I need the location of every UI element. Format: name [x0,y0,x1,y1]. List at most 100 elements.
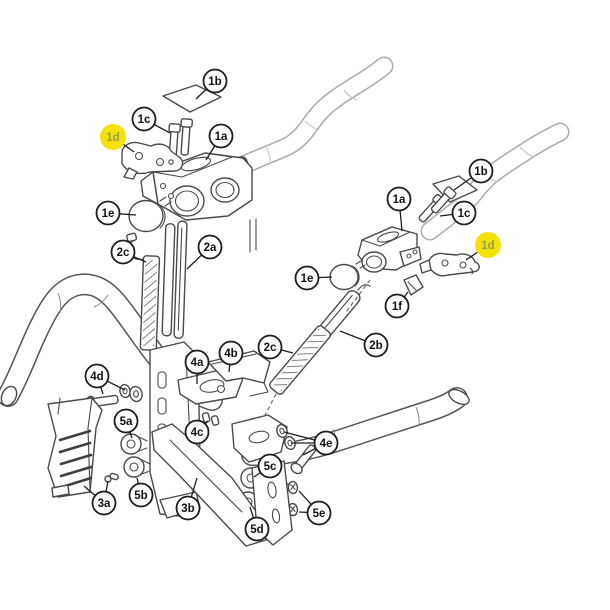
callout-circle[interactable] [468,158,494,184]
callout-circle[interactable] [197,234,223,260]
left-guide-lines [249,218,257,253]
callout-5d-right[interactable]: 5d [244,506,270,542]
callout-label: 5a [120,416,133,428]
callout-circle[interactable] [451,200,477,226]
callout-label: 1b [474,166,487,178]
bridge-plate-1d-left [121,141,184,180]
callout-5a-left[interactable]: 5a [113,408,139,439]
riser-posts-2a [161,220,188,339]
callout-3a-left[interactable]: 3a [83,480,117,516]
callout-label: 5c [264,461,277,473]
callout-circle[interactable] [91,490,117,516]
callout-label: 4c [191,427,204,439]
callout-circle[interactable] [294,265,320,291]
callout-label: 1b [208,76,221,88]
callout-circle-highlighted[interactable] [100,124,126,150]
callout-circle[interactable] [184,349,210,375]
barrel-nut-5a [120,433,148,455]
callout-circle[interactable] [386,186,412,212]
callout-circle[interactable] [208,123,234,149]
callout-2a-left[interactable]: 2a [186,234,223,270]
left-extension-bar [230,56,394,177]
callout-label: 4b [224,348,237,360]
callout-1a-right[interactable]: 1a [386,186,412,232]
callout-circle[interactable] [257,453,283,479]
callout-1e-right[interactable]: 1e [294,265,333,291]
callout-circle[interactable] [95,200,121,226]
callout-label: 1d [106,132,119,144]
callout-label: 1d [481,240,494,252]
alignment-line-right-lower [262,393,277,420]
right-clamp-body-1a [357,226,422,273]
callout-1a-left[interactable]: 1a [205,123,234,161]
callout-circle[interactable] [113,408,139,434]
callout-label: 1c [138,114,151,126]
serrated-riser-2c-right [269,325,331,395]
callout-label: 5b [134,490,147,502]
barrel-nut-5b [123,456,151,478]
callout-4e-right[interactable]: 4e [283,430,339,456]
clip-nuts-4c [201,412,220,426]
callout-label: 2c [264,342,277,354]
callout-label: 1a [215,131,228,143]
callout-circle[interactable] [257,334,283,360]
right-assembly [231,122,570,517]
callout-circle[interactable] [244,516,270,542]
callout-2b-right[interactable]: 2b [339,330,389,358]
callout-circle[interactable] [131,106,157,132]
callout-label: 1e [301,273,314,285]
callout-label: 5e [313,508,326,520]
callout-2c-right[interactable]: 2c [257,334,294,360]
right-base-bar [241,387,470,467]
washers-bolt-4e [276,423,317,475]
callout-label: 4a [191,357,204,369]
callout-4d-left[interactable]: 4d [84,363,126,395]
callout-circle[interactable] [313,430,339,456]
callout-4a-left[interactable]: 4a [184,349,210,385]
callout-4b-left[interactable]: 4b [218,340,244,373]
callout-1b-right[interactable]: 1b [453,158,494,191]
serrated-riser-2c-left [126,232,161,351]
callout-circle[interactable] [184,419,210,445]
callout-circle[interactable] [202,68,228,94]
callout-5e-right[interactable]: 5e [298,490,332,526]
callout-circle[interactable] [306,500,332,526]
callout-label: 2c [117,247,130,259]
callout-circle[interactable] [84,363,110,389]
callout-circle-highlighted[interactable] [475,232,501,258]
callout-label: 2a [204,242,217,254]
end-plug-1e-left [128,196,172,233]
callout-label: 3b [181,503,194,515]
callout-1e-left[interactable]: 1e [95,200,137,226]
callout-5c-right[interactable]: 5c [253,453,283,479]
left-assembly [0,56,394,547]
callout-1f-right[interactable]: 1f [384,291,410,319]
wedge-1f [403,274,424,296]
callout-label: 4d [90,371,103,383]
callout-label: 3a [98,498,111,510]
callout-1c-left[interactable]: 1c [131,106,171,134]
callout-circle[interactable] [110,239,136,265]
shim-pad-1b-left [162,84,222,113]
callout-5b-left[interactable]: 5b [128,477,154,508]
callout-1d-right[interactable]: 1d [465,232,501,261]
armrest-bracket-3a [47,397,119,498]
callout-label: 1c [458,208,471,220]
callout-circle[interactable] [218,340,244,366]
callout-label: 1f [392,301,402,313]
callout-circle[interactable] [175,495,201,521]
callout-circle[interactable] [128,482,154,508]
callout-1c-right[interactable]: 1c [439,200,477,226]
callout-4c-left[interactable]: 4c [184,419,210,445]
callout-1d-left[interactable]: 1d [100,124,135,153]
callout-label: 4e [320,438,333,450]
callout-2c-left[interactable]: 2c [110,239,147,265]
callout-circle[interactable] [363,332,389,358]
left-clamp-body-1a [140,152,253,221]
callout-1b-left[interactable]: 1b [195,68,228,100]
callout-label: 1a [393,194,406,206]
callout-3b-left[interactable]: 3b [175,477,201,521]
callout-circle[interactable] [384,293,410,319]
